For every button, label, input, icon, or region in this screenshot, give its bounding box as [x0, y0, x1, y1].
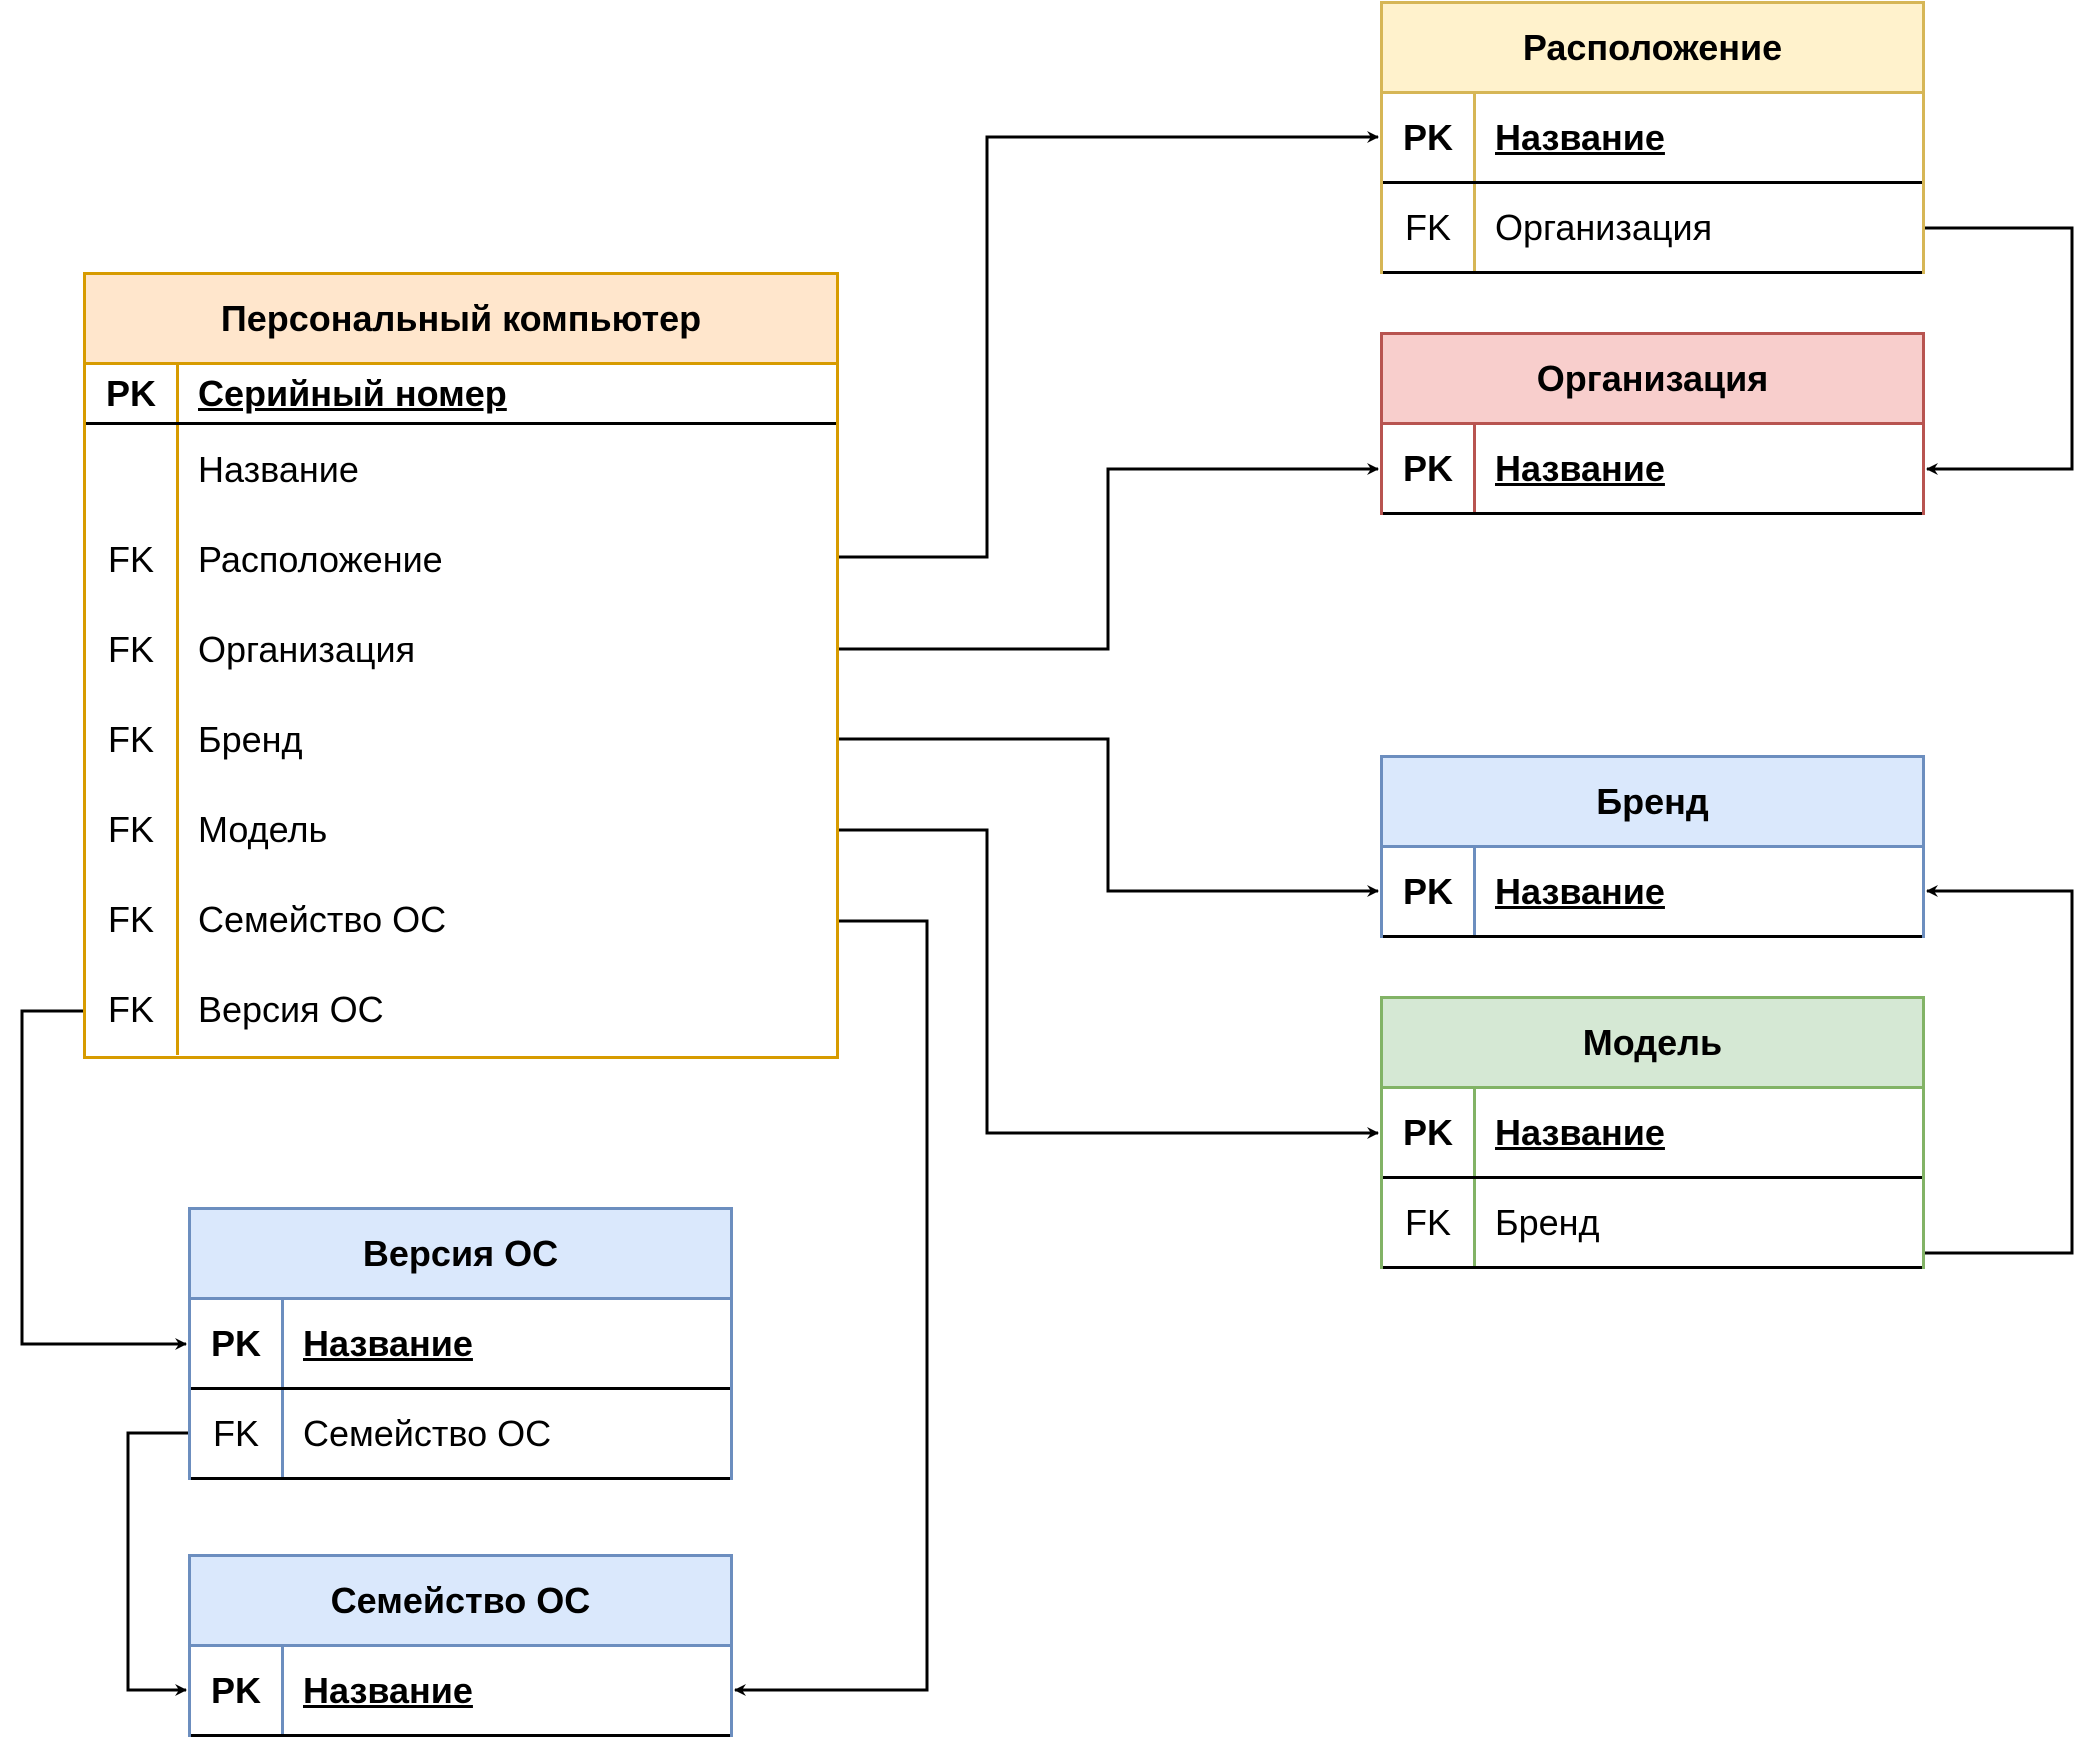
field-name: Расположение [198, 539, 443, 580]
pk-label: PK [1402, 447, 1453, 489]
pk-label: PK [105, 372, 156, 414]
connector-location-organization [1925, 226, 2074, 475]
entity-title: Организация [1383, 335, 1922, 425]
field-row: FK Версия ОС [86, 965, 836, 1055]
fk-label: FK [1404, 1201, 1451, 1243]
entity-title: Семейство ОС [191, 1557, 730, 1647]
entity-model: Модель PK Название FK Бренд [1380, 996, 1925, 1269]
entity-personal-computer: Персональный компьютер PK Серийный номер… [83, 272, 839, 1059]
pk-label: PK [1402, 870, 1453, 912]
column-divider [176, 365, 179, 1055]
connector-pc-organization [839, 463, 1379, 651]
field-row: FK Организация [86, 605, 836, 695]
field-row: Название [86, 425, 836, 515]
pk-label: PK [1402, 1111, 1453, 1153]
fk-row: FK Семейство ОС [191, 1390, 730, 1480]
column-divider [1473, 425, 1476, 515]
pk-field-name: Название [1495, 1111, 1665, 1153]
connector-pc-brand [839, 737, 1379, 897]
column-divider [281, 1300, 284, 1480]
field-name: Семейство ОС [198, 899, 447, 940]
pk-row: PK Название [191, 1300, 730, 1390]
field-name: Модель [198, 809, 328, 850]
fk-label: FK [107, 899, 154, 940]
fk-label: FK [107, 539, 154, 580]
pk-field-name: Серийный номер [198, 372, 507, 414]
entity-title: Расположение [1383, 4, 1922, 94]
entity-organization: Организация PK Название [1380, 332, 1925, 515]
connector-osversion-osfamily [126, 1431, 188, 1696]
column-divider [1473, 94, 1476, 274]
field-name: Семейство ОС [303, 1412, 552, 1454]
entity-rows: PK Название [1383, 848, 1922, 938]
entity-brand: Бренд PK Название [1380, 755, 1925, 938]
entity-rows: PK Серийный номер Название FK Расположен… [86, 365, 836, 1055]
pk-row: PK Название [1383, 94, 1922, 184]
entity-title: Модель [1383, 999, 1922, 1089]
connector-pc-osfamily [734, 919, 929, 1696]
field-name: Организация [198, 629, 416, 670]
connector-pc-model [839, 828, 1379, 1139]
fk-label: FK [212, 1412, 259, 1454]
field-row: FK Модель [86, 785, 836, 875]
entity-rows: PK Название FK Семейство ОС [191, 1300, 730, 1480]
pk-row: PK Название [1383, 1089, 1922, 1179]
field-name: Название [198, 449, 359, 490]
entity-rows: PK Название FK Бренд [1383, 1089, 1922, 1269]
fk-row: FK Организация [1383, 184, 1922, 274]
column-divider [281, 1647, 284, 1737]
fk-label: FK [107, 989, 154, 1030]
field-row: FK Семейство ОС [86, 875, 836, 965]
field-row: FK Расположение [86, 515, 836, 605]
pk-label: PK [210, 1669, 261, 1711]
pk-label: PK [210, 1322, 261, 1364]
field-row: FK Бренд [86, 695, 836, 785]
pk-label: PK [1402, 116, 1453, 158]
entity-rows: PK Название FK Организация [1383, 94, 1922, 274]
entity-os-family: Семейство ОС PK Название [188, 1554, 733, 1737]
entity-rows: PK Название [191, 1647, 730, 1737]
field-name: Бренд [198, 719, 303, 760]
entity-title: Бренд [1383, 758, 1922, 848]
pk-row: PK Название [1383, 848, 1922, 938]
fk-label: FK [1404, 206, 1451, 248]
pk-field-name: Название [303, 1322, 473, 1364]
entity-os-version: Версия ОС PK Название FK Семейство ОС [188, 1207, 733, 1480]
field-name: Организация [1495, 206, 1713, 248]
pk-row: PK Серийный номер [86, 365, 836, 425]
fk-label: FK [107, 809, 154, 850]
entity-location: Расположение PK Название FK Организация [1380, 1, 1925, 274]
pk-field-name: Название [1495, 447, 1665, 489]
pk-row: PK Название [1383, 425, 1922, 515]
pk-field-name: Название [1495, 870, 1665, 912]
connector-model-brand [1925, 885, 2074, 1255]
entity-rows: PK Название [1383, 425, 1922, 515]
field-name: Бренд [1495, 1201, 1600, 1243]
entity-title: Версия ОС [191, 1210, 730, 1300]
fk-row: FK Бренд [1383, 1179, 1922, 1269]
entity-title: Персональный компьютер [86, 275, 836, 365]
pk-field-name: Название [303, 1669, 473, 1711]
pk-row: PK Название [191, 1647, 730, 1737]
fk-label: FK [107, 719, 154, 760]
connector-pc-osversion [20, 1009, 187, 1350]
field-name: Версия ОС [198, 989, 384, 1030]
column-divider [1473, 1089, 1476, 1269]
column-divider [1473, 848, 1476, 938]
pk-field-name: Название [1495, 116, 1665, 158]
fk-label: FK [107, 629, 154, 670]
connector-pc-location [839, 131, 1379, 559]
